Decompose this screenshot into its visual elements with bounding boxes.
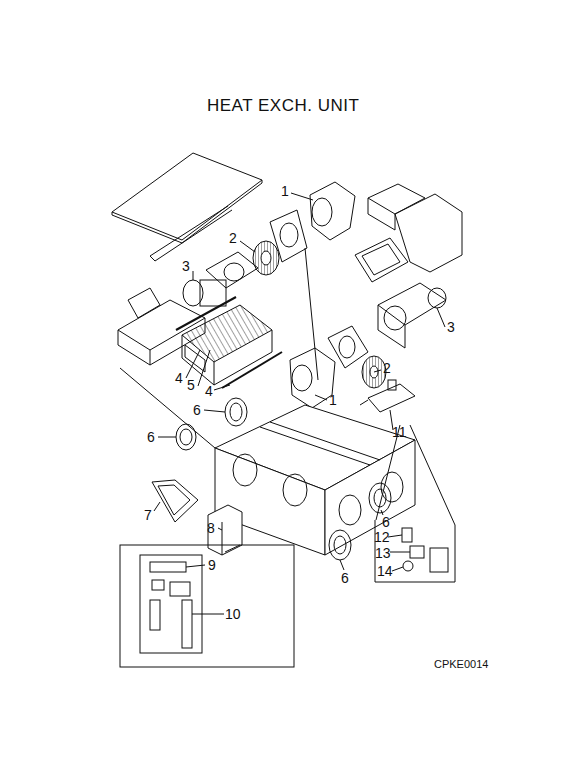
partition (270, 422, 380, 460)
frame-hole (224, 263, 244, 281)
callout-number: 3 (182, 259, 190, 273)
leader-lines (120, 193, 445, 614)
element-side (182, 335, 214, 385)
terminal-block (150, 562, 186, 572)
cover-slat (150, 256, 155, 261)
element-window (185, 345, 205, 372)
inspection-panel (158, 485, 190, 515)
filter-strip (222, 352, 282, 388)
fan-wheel (362, 356, 386, 388)
part-12 (402, 528, 412, 542)
cover-edge (112, 180, 262, 243)
callout-number: 6 (382, 515, 390, 529)
fan-hub (261, 251, 271, 265)
duct-piece (290, 348, 335, 408)
part-14 (403, 561, 413, 571)
component (170, 582, 190, 596)
inset-frame (120, 545, 294, 667)
motor-frame (378, 283, 446, 325)
duct-housing (118, 330, 150, 365)
duct-top (368, 184, 425, 214)
callout-number: 13 (375, 546, 391, 560)
fan-wheel (253, 241, 279, 275)
duct-collar (334, 536, 346, 554)
inset-leader (410, 425, 455, 525)
drawing-code: CPKE0014 (434, 659, 488, 670)
callout-number: 12 (374, 530, 390, 544)
connector-strip (182, 600, 192, 648)
callout-number: 14 (377, 564, 393, 578)
port-hole (283, 474, 307, 506)
duct-collar (230, 403, 242, 421)
motor-frame (206, 252, 258, 288)
bracket-detail (430, 548, 448, 572)
partition (260, 427, 370, 465)
callout-number: 6 (147, 430, 155, 444)
callout-number: 5 (187, 378, 195, 392)
duct-mouth (292, 365, 312, 391)
duct-collar (329, 530, 351, 560)
frame-hole (384, 306, 406, 330)
filter-strip (176, 297, 236, 330)
inset-leader (225, 545, 240, 552)
cover-slat (150, 206, 228, 256)
callout-number: 2 (229, 231, 237, 245)
side-casing (395, 194, 462, 272)
callout-number: 2 (383, 361, 391, 375)
control-box (222, 522, 223, 555)
duct-collar (225, 398, 247, 426)
bracket (368, 384, 415, 412)
duct-opening (362, 244, 400, 275)
element-side (214, 330, 272, 385)
fan-plate (270, 210, 307, 262)
control-box (208, 505, 242, 555)
inset-leader (376, 425, 400, 520)
port-hole (233, 454, 257, 486)
callout-number: 1 (281, 184, 289, 198)
duct-collar (369, 483, 391, 513)
callout-number: 1 (329, 393, 337, 407)
callout-number: 4 (175, 371, 183, 385)
top-cover (112, 153, 262, 240)
callout-number: 10 (225, 607, 241, 621)
circuit-board (140, 555, 202, 653)
screw (360, 400, 368, 405)
component (152, 580, 164, 590)
component (150, 600, 160, 630)
duct-collar (176, 424, 196, 450)
duct-opening (355, 238, 408, 282)
callout-number: 6 (193, 403, 201, 417)
part-13 (410, 546, 424, 558)
duct-mouth (312, 198, 332, 226)
bracket-part (388, 380, 396, 390)
duct-collar (180, 429, 192, 445)
callout-number: 3 (447, 320, 455, 334)
motor (428, 288, 446, 308)
callout-number: 11 (392, 425, 407, 439)
callout-number: 8 (207, 521, 215, 535)
duct-top (368, 198, 395, 230)
callout-number: 6 (341, 571, 349, 585)
inset-frame (375, 520, 455, 582)
inspection-panel (152, 480, 198, 522)
motor-frame (378, 305, 405, 348)
duct-piece (310, 182, 355, 240)
callout-number: 9 (208, 558, 216, 572)
plate-hole (280, 223, 298, 247)
diagram-title: HEAT EXCH. UNIT (207, 97, 359, 114)
plate-hole (339, 336, 355, 358)
cover-slat (155, 210, 232, 261)
duct-opening (128, 288, 160, 318)
callout-number: 7 (144, 508, 152, 522)
port-hole (339, 495, 361, 525)
main-casing (325, 440, 415, 555)
callout-number: 4 (205, 384, 213, 398)
